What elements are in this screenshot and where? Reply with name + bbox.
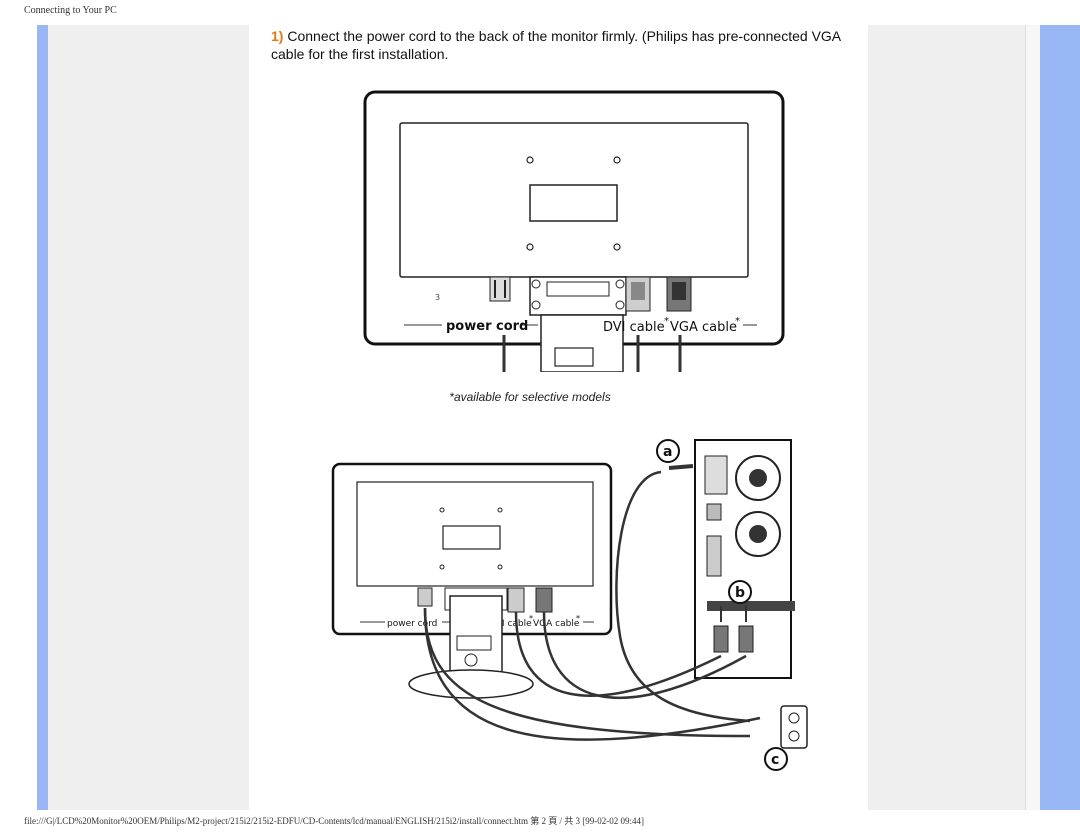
left-accent-bar — [37, 25, 48, 810]
dvi-cable-label: DVI cable — [603, 320, 665, 335]
port-number-label: 3 — [435, 293, 440, 302]
svg-text:c: c — [771, 752, 779, 768]
page-header-title: Connecting to Your PC — [24, 5, 117, 16]
svg-text:b: b — [735, 585, 745, 601]
power-plug-icon — [489, 276, 511, 302]
left-margin-panel — [48, 25, 249, 810]
fig2-dvi-asterisk: * — [529, 614, 533, 623]
dvi-connector-icon — [625, 276, 651, 312]
right-margin-panel — [868, 25, 1025, 810]
fig2-vga-cable-label: VGA cable — [533, 619, 580, 629]
availability-note: *available for selective models — [449, 390, 611, 404]
callout-c: c — [764, 747, 788, 771]
fig2-vga-asterisk: * — [576, 614, 580, 623]
power-cord-label: power cord — [446, 319, 528, 334]
dvi-asterisk: * — [664, 316, 669, 327]
fig2-dvi-cable-label: DVI cable — [489, 619, 532, 629]
step-instruction: 1) Connect the power cord to the back of… — [271, 27, 851, 63]
right-divider — [1025, 25, 1040, 810]
callout-b: b — [728, 580, 752, 604]
svg-text:a: a — [663, 444, 672, 460]
pc-connection-diagram: power cord DVI cable * VGA cable * a — [331, 439, 808, 771]
vga-connector-icon — [666, 276, 692, 312]
step-number: 1) — [271, 28, 284, 44]
pc-tower-icon — [694, 439, 795, 679]
step-text: Connect the power cord to the back of th… — [271, 28, 841, 62]
fig2-power-cord-label: power cord — [387, 619, 437, 629]
vga-cable-label: VGA cable — [670, 320, 737, 335]
right-accent-bar — [1040, 25, 1080, 810]
vga-asterisk: * — [735, 316, 740, 327]
page-footer-path: file:///G|/LCD%20Monitor%20OEM/Philips/M… — [24, 816, 644, 826]
callout-a: a — [656, 439, 680, 463]
monitor-back-diagram: 3 power cord DVI cable * VGA cable * — [363, 90, 785, 372]
wall-outlet-icon — [780, 705, 808, 749]
